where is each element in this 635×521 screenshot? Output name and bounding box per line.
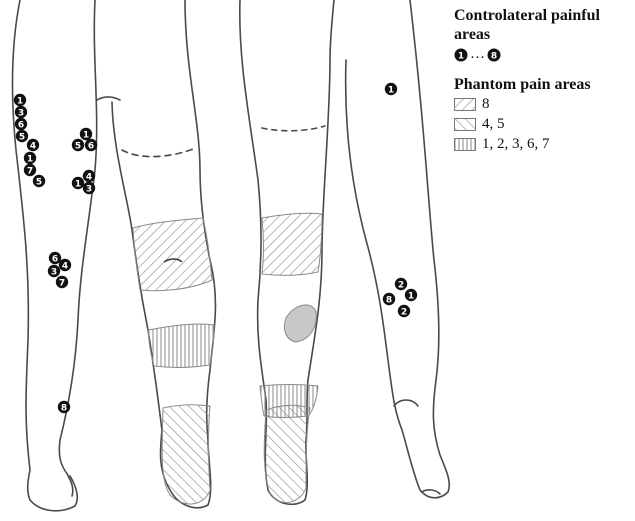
controlateral-title-line2: areas (454, 25, 634, 44)
svg-text:5: 5 (75, 141, 81, 151)
pain-marker-7: 7 (56, 276, 68, 289)
phantom-title: Phantom pain areas (454, 75, 634, 94)
marker-icon-start: 1 (454, 48, 468, 62)
pain-marker-1: 1 (14, 94, 26, 107)
svg-text:3: 3 (86, 184, 92, 194)
pain-marker-6: 6 (15, 118, 27, 131)
marker-icon-end: 8 (487, 48, 501, 62)
svg-text:7: 7 (59, 278, 65, 288)
pain-marker-5: 5 (33, 175, 45, 188)
pain-marker-1: 1 (385, 83, 397, 96)
svg-text:8: 8 (386, 295, 392, 305)
svg-text:2: 2 (401, 307, 407, 317)
pain-marker-1: 1 (80, 128, 92, 141)
hatch-vertical-swatch (454, 138, 476, 151)
back-calf-area (284, 305, 316, 342)
front-foot-area (162, 405, 210, 504)
pain-marker-7: 7 (24, 164, 36, 177)
swatch-label-1: 8 (482, 96, 490, 113)
svg-text:8: 8 (491, 51, 497, 61)
pain-marker-3: 3 (48, 265, 60, 278)
svg-text:3: 3 (51, 267, 57, 277)
swatch-row-4-5: 4, 5 (454, 114, 634, 134)
svg-text:4: 4 (30, 141, 36, 151)
pain-marker-1: 1 (72, 177, 84, 190)
pain-marker-3: 3 (83, 182, 95, 195)
pain-marker-4: 4 (27, 139, 39, 152)
back-knee-area (262, 213, 322, 275)
range-separator: … (470, 46, 485, 63)
svg-text:6: 6 (18, 120, 24, 130)
svg-text:1: 1 (83, 130, 89, 140)
swatch-row-1-2-3-6-7: 1, 2, 3, 6, 7 (454, 134, 634, 154)
pain-marker-4: 4 (83, 170, 95, 183)
pain-marker-2: 2 (398, 305, 410, 318)
hatch-diag-left-swatch (454, 118, 476, 131)
hatch-diag-right-swatch (454, 98, 476, 111)
pain-marker-6: 6 (85, 139, 97, 152)
marker-range: 1 … 8 (454, 46, 634, 63)
pain-marker-8: 8 (383, 293, 395, 306)
svg-text:1: 1 (75, 179, 81, 189)
front-shin-area (148, 324, 214, 367)
back-intact-leg (346, 0, 450, 498)
pain-marker-5: 5 (16, 130, 28, 143)
svg-text:1: 1 (27, 154, 33, 164)
front-knee-area (133, 218, 212, 291)
pain-marker-1: 1 (24, 152, 36, 165)
swatch-label-2: 4, 5 (482, 116, 505, 133)
svg-text:1: 1 (17, 96, 23, 106)
swatch-row-8: 8 (454, 94, 634, 114)
svg-text:5: 5 (19, 132, 25, 142)
pain-marker-3: 3 (15, 106, 27, 119)
svg-text:1: 1 (458, 51, 464, 61)
pain-marker-5: 5 (72, 139, 84, 152)
controlateral-title: Controlateral painful areas (454, 6, 634, 44)
svg-text:6: 6 (52, 254, 58, 264)
svg-text:4: 4 (62, 261, 68, 271)
pain-marker-1: 1 (405, 289, 417, 302)
svg-text:3: 3 (18, 108, 24, 118)
pain-marker-6: 6 (49, 252, 61, 264)
pain-marker-4: 4 (59, 259, 71, 272)
back-foot-area (264, 405, 310, 502)
swatch-label-3: 1, 2, 3, 6, 7 (482, 136, 550, 153)
pain-marker-8: 8 (58, 401, 70, 414)
svg-text:2: 2 (398, 280, 404, 290)
legend: Controlateral painful areas 1 … 8 Phanto… (454, 6, 634, 154)
svg-text:1: 1 (388, 85, 394, 95)
svg-text:4: 4 (86, 172, 92, 182)
svg-text:5: 5 (36, 177, 42, 187)
svg-text:6: 6 (88, 141, 94, 151)
svg-text:7: 7 (27, 166, 33, 176)
svg-text:8: 8 (61, 403, 67, 413)
svg-text:1: 1 (408, 291, 414, 301)
pain-marker-2: 2 (395, 278, 407, 291)
controlateral-title-line1: Controlateral painful (454, 6, 634, 25)
